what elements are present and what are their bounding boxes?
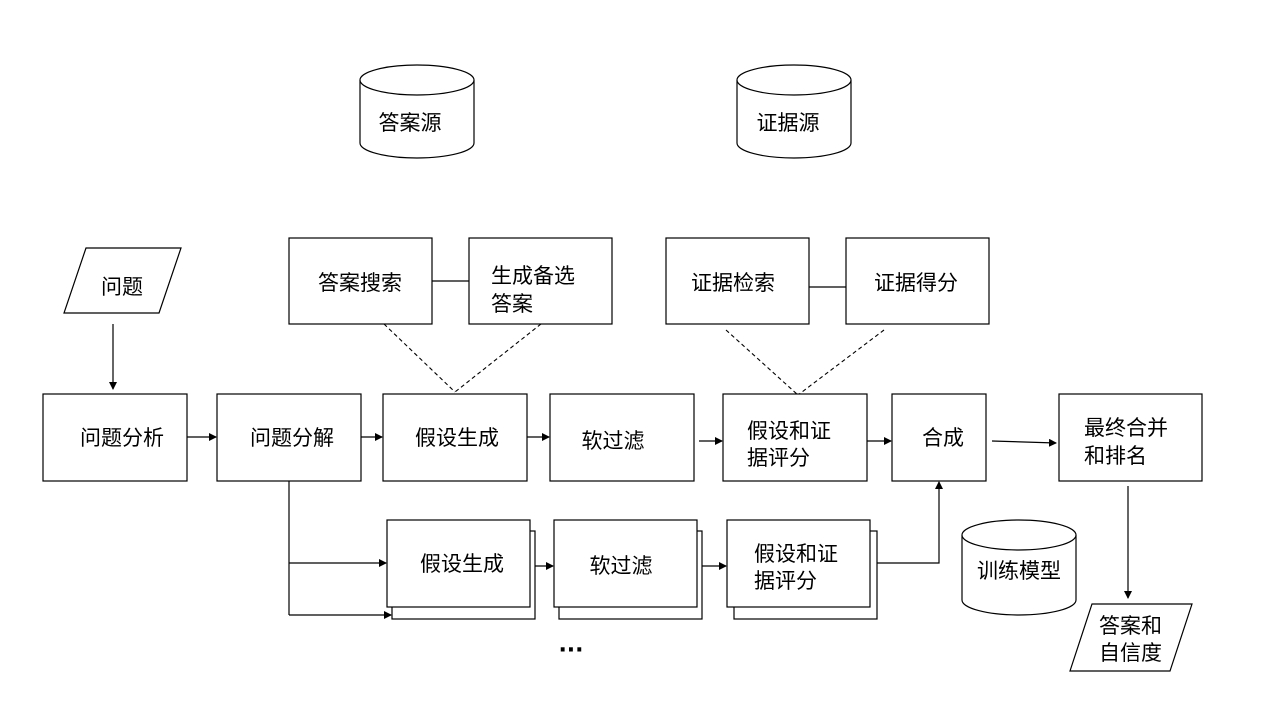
generate-candidates-label-line2: 答案 [491, 292, 533, 316]
dashed-link-evidence-scoring [797, 329, 885, 396]
parallel-hypothesis-generation-box: 假设生成 [386, 519, 536, 620]
parallel-hypothesis-scoring-label-line2: 据评分 [754, 569, 817, 593]
generate-candidates-label-line1: 生成备选 [491, 264, 575, 288]
evidence-scoring-box: 证据得分 [845, 237, 990, 325]
more-pipelines-ellipsis: ··· [558, 638, 583, 663]
soft-filter-label: 软过滤 [582, 429, 645, 453]
question-decomposition-box: 问题分解 [216, 393, 362, 482]
answer-output-label-line1: 答案和 [1099, 614, 1162, 638]
dashed-link-evidence-retrieval [725, 329, 799, 396]
final-merge-ranking-label-line2: 和排名 [1084, 444, 1147, 468]
evidence-scoring-label: 证据得分 [874, 271, 958, 295]
arrow-synthesis-to-final [991, 438, 1057, 447]
answer-search-label: 答案搜索 [318, 271, 402, 295]
hypothesis-evidence-scoring-label-line1: 假设和证 [747, 419, 831, 443]
training-model-label: 训练模型 [977, 559, 1061, 583]
final-merge-ranking-box: 最终合并 和排名 [1058, 393, 1203, 482]
question-label: 问题 [101, 275, 143, 299]
answer-search-box: 答案搜索 [288, 237, 433, 325]
evidence-retrieval-box: 证据检索 [665, 237, 810, 325]
synthesis-label: 合成 [922, 426, 964, 450]
evidence-source-label: 证据源 [757, 111, 820, 135]
question-input-shape: 问题 [63, 247, 182, 314]
evidence-retrieval-label: 证据检索 [691, 271, 775, 295]
dashed-link-generate-candidates [454, 323, 542, 393]
hypothesis-generation-label: 假设生成 [415, 426, 499, 450]
dashed-link-answer-search [383, 323, 456, 393]
parallel-hypothesis-generation-label: 假设生成 [420, 552, 504, 576]
answer-source-label: 答案源 [379, 111, 442, 135]
parallel-soft-filter-box: 软过滤 [553, 519, 703, 620]
answer-source-database: 答案源 [359, 64, 475, 159]
question-decomposition-label: 问题分解 [250, 426, 334, 450]
evidence-source-database: 证据源 [736, 64, 852, 159]
synthesis-box: 合成 [891, 393, 987, 482]
hypothesis-evidence-scoring-label-line2: 据评分 [747, 446, 810, 470]
parallel-hypothesis-scoring-label-line1: 假设和证 [754, 542, 838, 566]
question-analysis-box: 问题分析 [42, 393, 188, 482]
soft-filter-box: 软过滤 [549, 393, 695, 482]
arrow-parallel-scoring-to-synthesis [877, 481, 943, 564]
question-analysis-label: 问题分析 [80, 426, 164, 450]
final-merge-ranking-label-line1: 最终合并 [1084, 416, 1168, 440]
generate-candidates-box: 生成备选 答案 [468, 237, 613, 325]
parallel-soft-filter-label: 软过滤 [590, 554, 653, 578]
answer-output-label-line2: 自信度 [1099, 641, 1162, 665]
training-model-database: 训练模型 [961, 519, 1077, 616]
hypothesis-generation-box: 假设生成 [382, 393, 528, 482]
parallel-hypothesis-scoring-box: 假设和证 据评分 [726, 519, 878, 620]
hypothesis-evidence-scoring-box: 假设和证 据评分 [722, 393, 868, 482]
answer-output-shape: 答案和 自信度 [1069, 603, 1193, 672]
